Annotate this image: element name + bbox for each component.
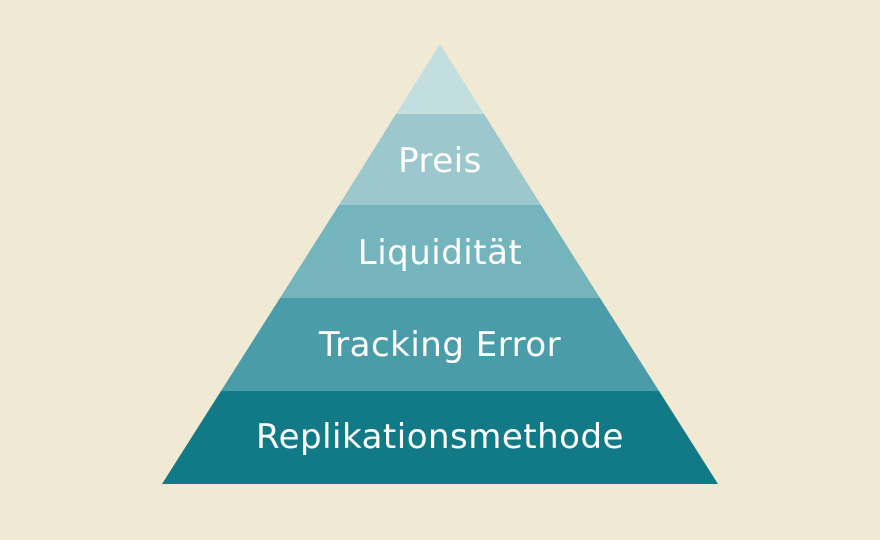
pyramid-tier-replikationsmethode-label: Replikationsmethode (256, 417, 624, 457)
pyramid-tier-replikationsmethode (162, 391, 718, 484)
pyramid-tier-liquiditaet (280, 205, 600, 298)
pyramid-tier-tracking-error (221, 298, 659, 391)
pyramid-tier-apex (396, 44, 484, 114)
pyramid-tier-preis (339, 114, 541, 205)
pyramid-tier-liquiditaet-label: Liquidität (358, 233, 523, 273)
pyramid-tier-tracking-error-label: Tracking Error (318, 325, 561, 365)
pyramid-tier-preis-label: Preis (398, 141, 482, 181)
